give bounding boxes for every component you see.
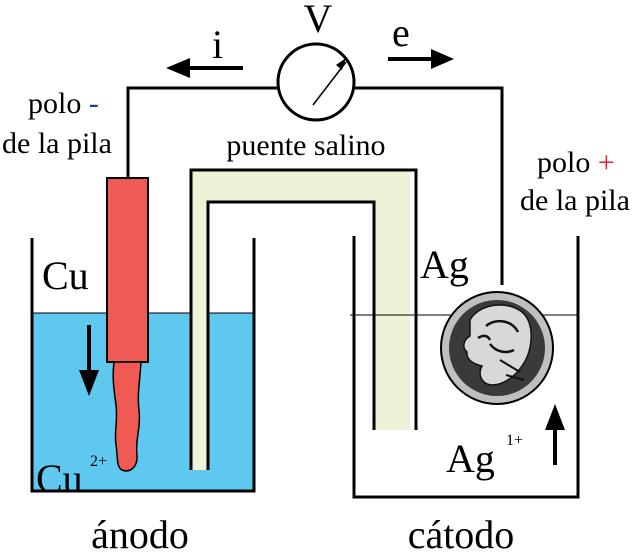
copper-ion-charge: 2+ bbox=[90, 453, 107, 470]
silver-ion-label: Ag bbox=[446, 436, 495, 481]
salt-bridge bbox=[189, 168, 418, 470]
current-arrow bbox=[166, 58, 243, 78]
external-wire bbox=[126, 86, 504, 285]
cathode-beaker bbox=[352, 236, 580, 499]
anode-beaker bbox=[30, 238, 256, 493]
electron-label: e bbox=[392, 10, 410, 55]
voltmeter-label: V bbox=[304, 0, 333, 41]
salt-bridge-label: puente salino bbox=[226, 129, 385, 162]
positive-pole-line2: de la pila bbox=[520, 184, 630, 217]
copper-electrode bbox=[106, 177, 149, 472]
negative-pole-label: polo - bbox=[28, 87, 99, 120]
cathode-label: cátodo bbox=[408, 512, 515, 554]
positive-sign: + bbox=[598, 146, 615, 179]
electron-arrow bbox=[388, 49, 454, 69]
copper-ion-label: Cu bbox=[36, 456, 83, 501]
copper-label: Cu bbox=[42, 253, 89, 298]
negative-pole-line2: de la pila bbox=[2, 127, 112, 160]
current-label: i bbox=[212, 22, 223, 67]
anode-down-arrow bbox=[79, 325, 99, 396]
silver-label: Ag bbox=[420, 242, 469, 287]
voltmeter bbox=[276, 42, 356, 122]
negative-sign: - bbox=[89, 87, 99, 120]
silver-coin bbox=[440, 291, 554, 405]
cathode-up-arrow bbox=[545, 404, 565, 465]
positive-pole-label: polo + bbox=[537, 146, 615, 179]
silver-ion-charge: 1+ bbox=[506, 432, 523, 449]
anode-label: ánodo bbox=[91, 512, 189, 554]
